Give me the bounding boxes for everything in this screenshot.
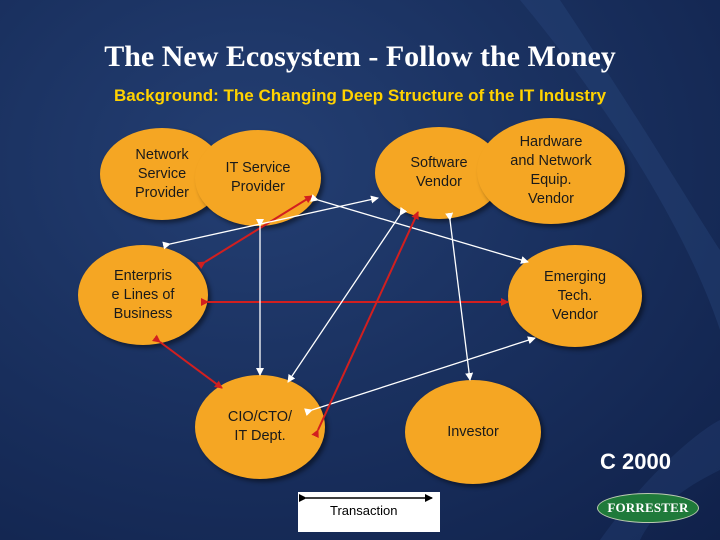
node-label-line: CIO/CTO/: [227, 409, 293, 425]
node-label-line: Hardware: [519, 134, 583, 150]
node-label-line: Emerging: [543, 268, 607, 285]
node-label-line: IT Dept.: [234, 428, 286, 444]
node-label-line: e Lines of: [111, 286, 175, 303]
node-label-line: Software: [410, 155, 468, 171]
arrow-cio-cto-to-software-vendor: [311, 211, 419, 439]
node-label-line: IT Service: [225, 160, 291, 176]
node-label-line: Investor: [447, 423, 499, 440]
legend-transaction-arrow: [299, 494, 433, 502]
arrow-enterprise-lob-to-it-service-provider: [196, 195, 313, 270]
node-label-line: Enterpris: [113, 267, 172, 284]
node-label-line: Business: [113, 305, 173, 322]
slide-title: The New Ecosystem - Follow the Money: [104, 40, 616, 73]
arrow-enterprise-lob-to-software-vendor: [162, 195, 379, 250]
legend-transaction-label: Transaction: [330, 503, 398, 518]
slide-subtitle: Background: The Changing Deep Structure …: [113, 86, 607, 105]
year-label: C 2000: [600, 449, 671, 474]
node-label-line: Provider: [230, 179, 285, 195]
node-enterprise-lines-of-business: Enterpris e Lines of Business: [78, 245, 208, 345]
arrow-it-service-provider-to-emerging-tech-vendor: [310, 194, 529, 264]
node-label-line: Vendor: [528, 191, 574, 207]
node-label-line: and Network: [510, 153, 592, 169]
arrow-software-vendor-to-cio-cto: [287, 206, 408, 383]
node-label-line: Tech.: [557, 287, 593, 304]
node-label-line: Service: [137, 165, 187, 182]
node-label-line: Vendor: [416, 174, 462, 190]
node-emerging-tech-vendor: Emerging Tech. Vendor: [508, 245, 642, 347]
forrester-logo: FORRESTER: [597, 493, 699, 523]
arrow-cio-cto-to-emerging-tech-vendor: [304, 336, 536, 416]
node-label-line: Network: [135, 146, 189, 163]
arrow-enterprise-lob-to-cio-cto: [151, 334, 223, 389]
node-label-line: Equip.: [530, 172, 572, 188]
node-cio-cto-it-dept: CIO/CTO/ IT Dept.: [195, 375, 325, 479]
node-label-line: Vendor: [552, 306, 598, 323]
